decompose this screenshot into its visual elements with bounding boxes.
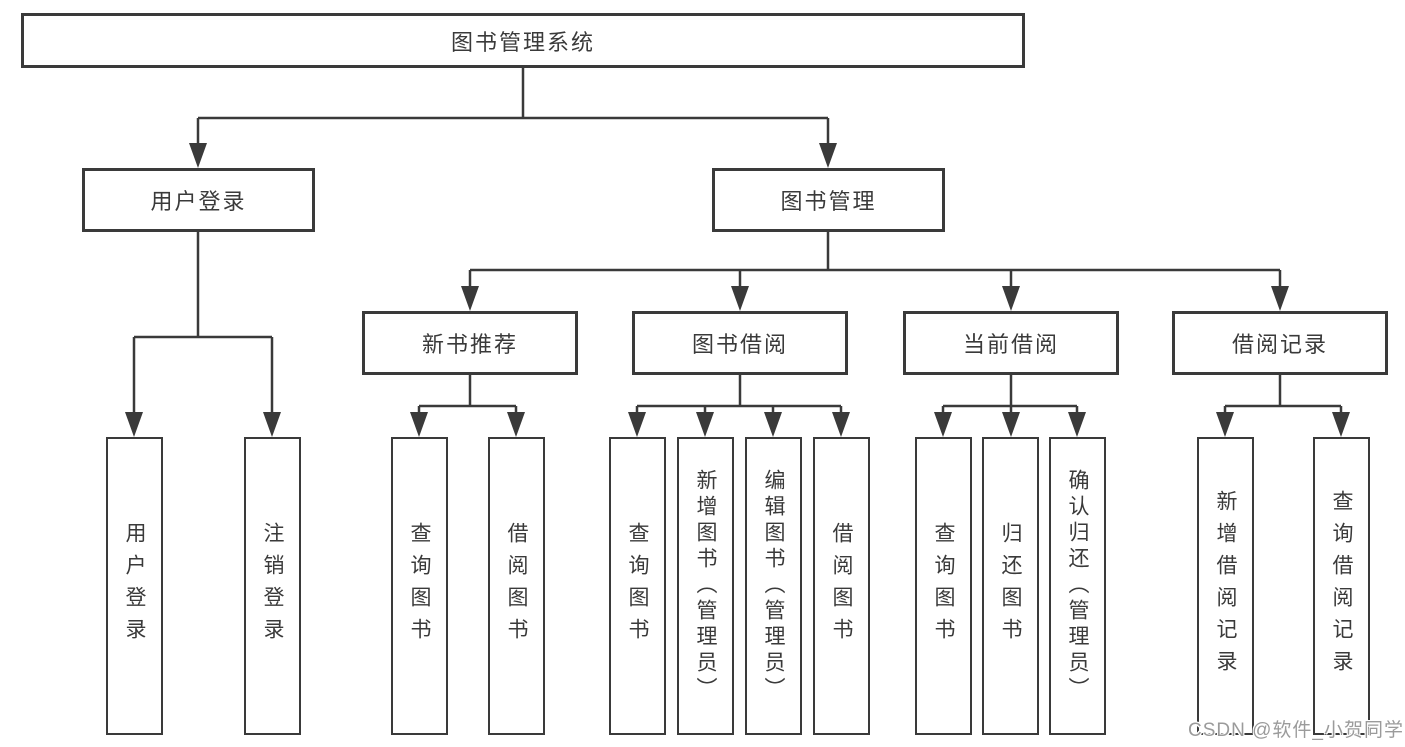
arrow-down-icon [696,412,714,437]
arrow-down-icon [832,412,850,437]
node-label: 查询图书 [626,522,649,650]
node-label: 查询图书 [408,522,431,650]
leaf-borrow-books-recommend: 借阅图书 [488,437,545,735]
leaf-query-books-current: 查询图书 [915,437,972,735]
leaf-user-login: 用户登录 [106,437,163,735]
arrow-down-icon [263,412,281,437]
arrow-down-icon [1002,412,1020,437]
node-label: 查询图书 [932,522,955,650]
connector-new-books [417,375,518,414]
arrow-down-icon [934,412,952,437]
arrow-down-icon [189,143,207,168]
connector-current-borrow [941,375,1079,414]
arrow-down-icon [819,143,837,168]
arrow-down-icon [1068,412,1086,437]
node-label: 图书管理 [780,189,877,214]
node-book-borrowing: 图书借阅 [632,311,848,375]
node-borrowing-records: 借阅记录 [1172,311,1388,375]
arrow-down-icon [1002,286,1020,311]
node-root-system: 图书管理系统 [21,13,1025,68]
leaf-logout: 注销登录 [244,437,301,735]
node-label: 用户登录 [123,522,146,650]
leaf-return-books: 归还图书 [982,437,1039,735]
node-current-borrowing: 当前借阅 [903,311,1119,375]
leaf-query-borrow-record: 查询借阅记录 [1313,437,1370,735]
node-book-management: 图书管理 [712,168,945,232]
arrow-down-icon [410,412,428,437]
node-label: 归还图书 [999,522,1022,650]
leaf-add-borrow-record: 新增借阅记录 [1197,437,1254,735]
node-label: 新书推荐 [421,332,518,357]
node-user-login: 用户登录 [82,168,315,232]
node-label: 编辑图书（管理员） [762,469,785,703]
connector-book-mgmt [468,232,1282,288]
leaf-add-books-admin: 新增图书（管理员） [677,437,734,735]
node-label: 注销登录 [261,522,284,650]
leaf-edit-books-admin: 编辑图书（管理员） [745,437,802,735]
arrow-down-icon [731,286,749,311]
leaf-query-books-borrow: 查询图书 [609,437,666,735]
leaf-query-books-recommend: 查询图书 [391,437,448,735]
node-label: 当前借阅 [962,332,1059,357]
arrowheads [125,143,1350,437]
leaf-borrow-books: 借阅图书 [813,437,870,735]
arrow-down-icon [764,412,782,437]
node-label: 图书管理系统 [450,29,595,55]
arrow-down-icon [1332,412,1350,437]
connector-root [196,68,830,146]
leaf-confirm-return-admin: 确认归还（管理员） [1049,437,1106,735]
arrow-down-icon [461,286,479,311]
arrow-down-icon [628,412,646,437]
connector-book-borrow [635,375,843,414]
arrow-down-icon [125,412,143,437]
arrow-down-icon [1216,412,1234,437]
node-label: 新增图书（管理员） [694,469,717,703]
node-label: 借阅图书 [505,522,528,650]
arrow-down-icon [1271,286,1289,311]
node-label: 新增借阅记录 [1214,490,1237,682]
connector-user-login [132,232,274,414]
node-label: 确认归还（管理员） [1066,469,1089,703]
node-new-book-recommendation: 新书推荐 [362,311,578,375]
connector-borrow-records [1223,375,1343,414]
node-label: 用户登录 [150,189,247,214]
arrow-down-icon [507,412,525,437]
node-label: 图书借阅 [691,332,788,357]
node-label: 借阅记录 [1231,332,1328,357]
csdn-watermark: CSDN @软件_小贺同学 [1188,720,1404,741]
node-label: 借阅图书 [830,522,853,650]
node-label: 查询借阅记录 [1330,490,1353,682]
